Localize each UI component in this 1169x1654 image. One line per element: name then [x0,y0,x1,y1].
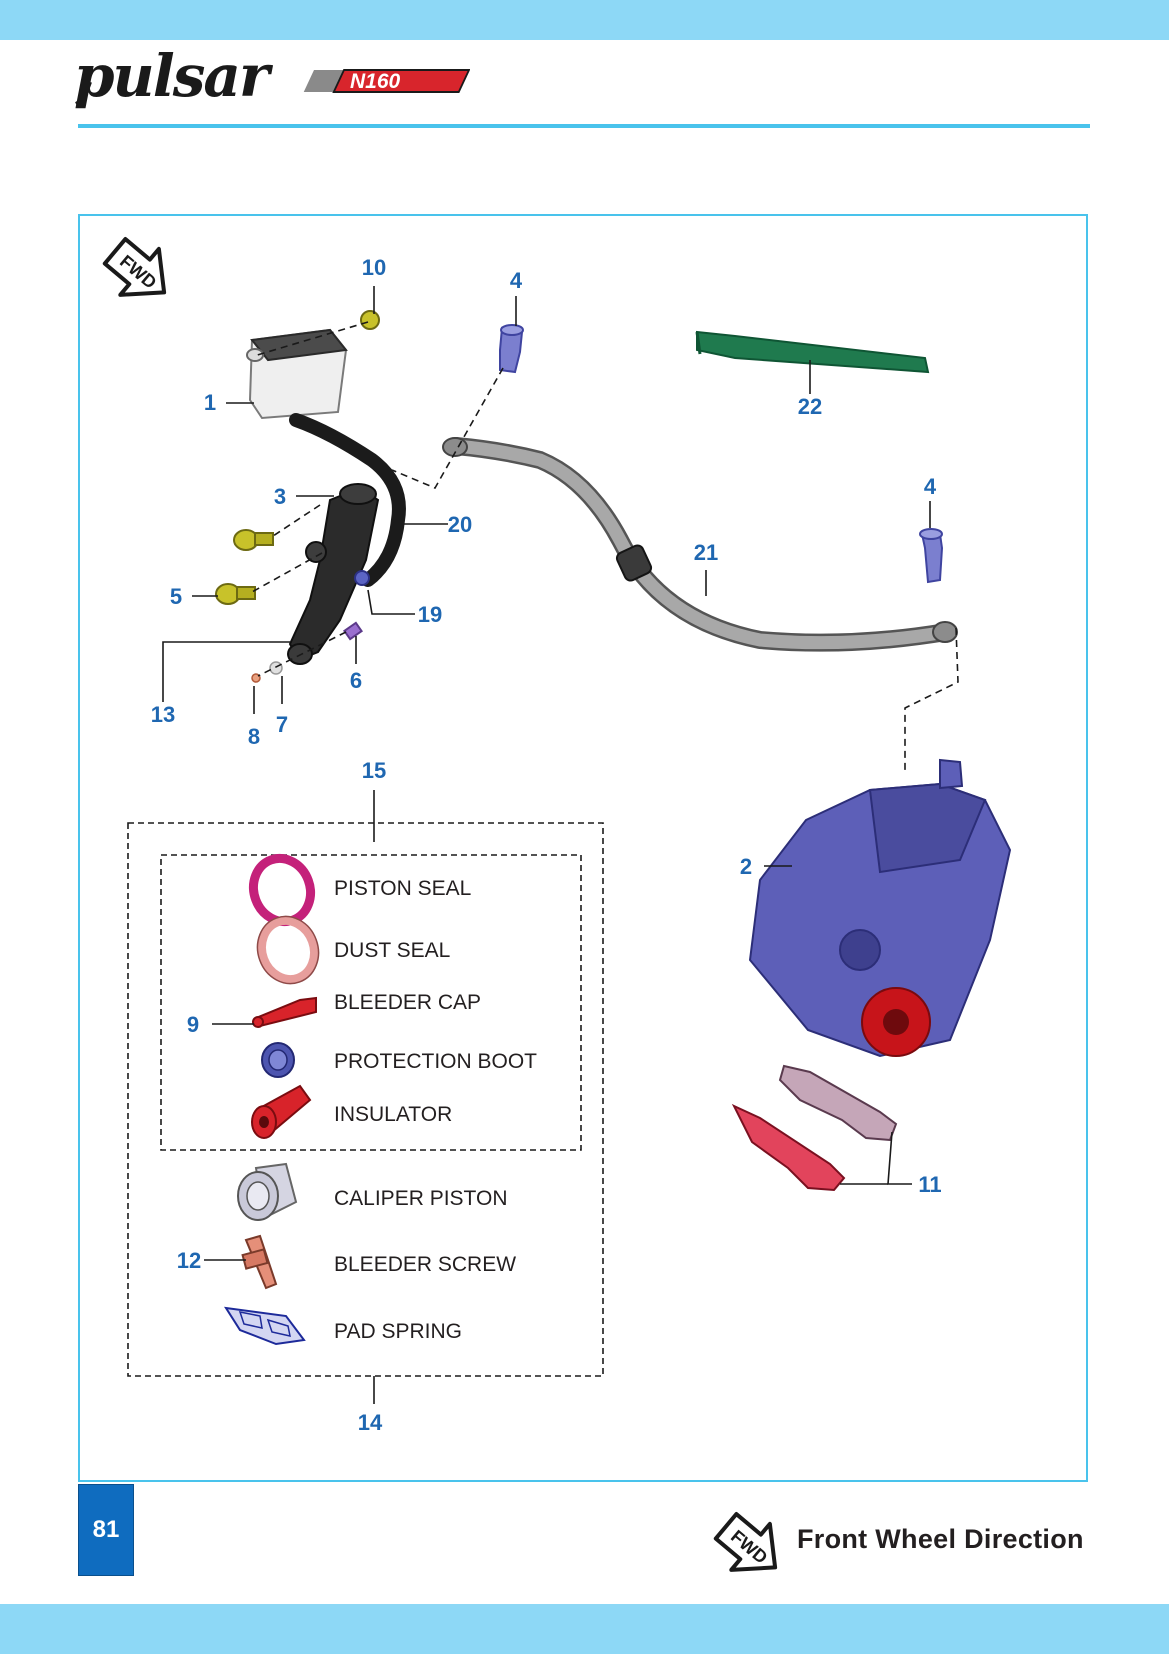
part-3-master-cylinder [287,483,380,665]
part-11-pads [731,1064,898,1192]
callout-1: 1 [204,390,216,415]
fwd-arrow-icon: FWD [102,237,167,297]
callout-14: 14 [358,1410,383,1435]
part-4-bolt-right [919,528,944,584]
callout-4-upper: 4 [510,268,523,293]
callout-4-right: 4 [924,474,937,499]
label-bleeder-cap: BLEEDER CAP [334,991,481,1014]
part-20-hose [289,413,406,587]
label-pad-spring: PAD SPRING [334,1320,462,1343]
callout-13: 13 [151,702,175,727]
label-insulator: INSULATOR [334,1103,452,1126]
callout-11: 11 [918,1172,941,1197]
kit-14-box [127,822,604,1377]
dust-seal-icon [256,915,320,985]
callout-9: 9 [187,1012,199,1037]
part-4-bolt-upper [499,324,524,374]
label-dust-seal: DUST SEAL [334,939,450,962]
label-piston-seal: PISTON SEAL [334,877,471,900]
label-protection-boot: PROTECTION BOOT [334,1050,537,1073]
caliper-piston-icon [237,1162,298,1221]
logo-model: N160 [350,70,401,93]
diagram-frame [78,214,1088,1482]
callout-21: 21 [694,540,718,565]
callout-6: 6 [350,668,362,693]
callout-3: 3 [274,484,286,509]
logo-wordmark: pulsar [74,42,274,110]
callout-5: 5 [170,584,182,609]
part-21-brake-hose [442,437,958,652]
part-5-bolts [215,529,274,605]
page-number-text: 81 [92,1516,120,1543]
callout-19: 19 [418,602,442,627]
callout-20: 20 [448,512,472,537]
callout-8: 8 [248,724,260,749]
insulator-icon [251,1084,312,1139]
callout-2: 2 [740,854,752,879]
part-2-caliper [748,758,1012,1058]
pad-spring-icon [224,1306,306,1346]
bleeder-screw-icon [241,1234,278,1290]
part-7-washer [269,661,283,675]
callout-7: 7 [276,712,288,737]
label-bleeder-screw: BLEEDER SCREW [334,1253,516,1276]
bleeder-cap-icon [252,996,317,1028]
top-band [0,0,1169,40]
legend-label: Front Wheel Direction [797,1524,1084,1554]
dashed-connectors [251,321,959,772]
part-1-reservoir [246,328,348,420]
callout-15: 15 [362,758,386,783]
label-caliper-piston: CALIPER PISTON [334,1187,508,1210]
callout-12: 12 [177,1248,201,1273]
part-6-screw [343,621,363,641]
leader-lines [162,286,931,1404]
kit-15-box [160,854,582,1151]
bottom-band [0,1604,1169,1654]
header-rule [78,124,1090,128]
legend-fwd-icon: FWD [713,1512,778,1572]
part-10-screw [360,310,380,330]
callout-22: 22 [798,394,822,419]
part-22-strap [695,330,930,374]
callout-10: 10 [362,255,386,280]
protection-boot-icon [261,1042,295,1078]
pulsar-n160-logo: pulsar N160 [74,42,470,110]
page-number: 81 [78,1484,134,1576]
